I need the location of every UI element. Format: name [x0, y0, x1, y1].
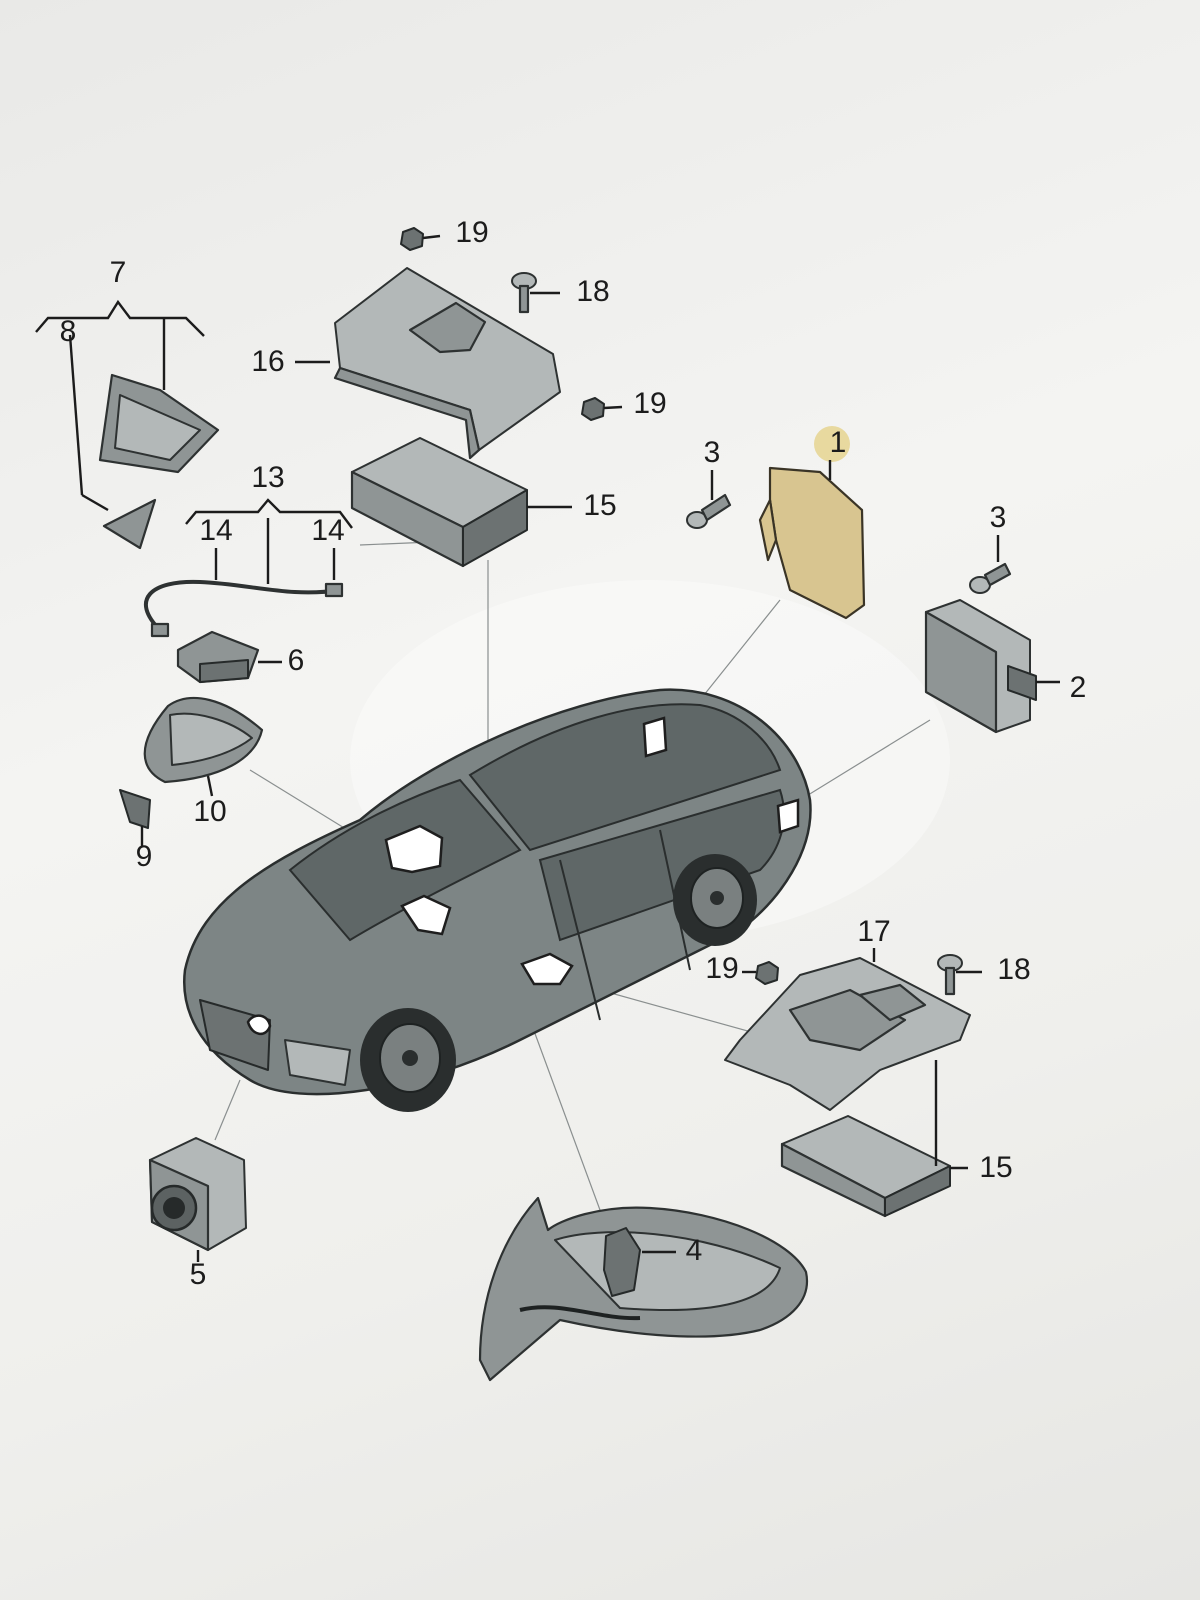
- mirror-4: [478, 1196, 809, 1382]
- callout-c18b: 18: [997, 953, 1030, 986]
- radar-unit-2: [924, 599, 1060, 734]
- location-marker-front-camera: [246, 1014, 272, 1035]
- car-illustration: [183, 688, 812, 1112]
- callout-c9: 9: [136, 840, 153, 873]
- callout-c3b: 3: [990, 501, 1007, 534]
- module-15-lower: [780, 1060, 968, 1218]
- callout-c1: 1: [830, 426, 847, 459]
- front-wheel: [360, 1008, 456, 1112]
- callout-c19b: 19: [633, 387, 666, 420]
- sensor-6: [176, 630, 282, 684]
- leader-7-8: [35, 299, 205, 512]
- callout-c8: 8: [60, 315, 77, 348]
- callout-c15a: 15: [583, 489, 616, 522]
- bolt-18-top: [511, 272, 560, 314]
- callout-c4: 4: [686, 1234, 703, 1267]
- camera-5: [148, 1137, 247, 1262]
- callout-c15b: 15: [979, 1151, 1012, 1184]
- nut-19-lower: [742, 961, 779, 985]
- callout-c5: 5: [190, 1258, 207, 1291]
- callout-c18a: 18: [576, 275, 609, 308]
- location-marker-rear: [776, 798, 800, 834]
- screw-3-right: [969, 535, 1012, 594]
- nut-19-middle: [581, 397, 623, 421]
- cable-14: [144, 579, 344, 638]
- clip-9: [119, 789, 151, 846]
- location-marker-windshield: [384, 824, 444, 874]
- location-marker-rear-window: [642, 716, 668, 758]
- bracket-17: [724, 948, 971, 1111]
- callout-c17: 17: [857, 915, 890, 948]
- callout-c19a: 19: [455, 216, 488, 249]
- location-marker-door: [520, 952, 574, 986]
- cover-10: [143, 696, 264, 797]
- module-15-upper: [350, 437, 572, 568]
- pad-8: [102, 498, 157, 550]
- callout-c14a: 14: [199, 514, 232, 547]
- callout-c16: 16: [251, 345, 284, 378]
- callout-c10: 10: [193, 795, 226, 828]
- callout-c7: 7: [110, 256, 127, 289]
- nut-19-top: [400, 227, 441, 251]
- mount-7: [98, 373, 220, 474]
- screw-3-left: [686, 470, 732, 529]
- callout-c14b: 14: [311, 514, 344, 547]
- control-unit-1: [758, 426, 866, 620]
- bolt-18-lower: [937, 954, 982, 996]
- rear-wheel: [673, 854, 757, 946]
- callout-c2: 2: [1070, 671, 1087, 704]
- callout-c13: 13: [251, 461, 284, 494]
- callout-c6: 6: [288, 644, 305, 677]
- leader-13-14: [185, 498, 353, 584]
- callout-c19c: 19: [705, 952, 738, 985]
- callout-labels: 1 2 3 3 4 5 6 78 9 10 13 14 14 15 15 16 17 18 18 19 19 19: [60, 216, 1087, 1291]
- bracket-16: [295, 267, 561, 460]
- callout-c3a: 3: [704, 436, 721, 469]
- location-marker-dash: [400, 894, 452, 936]
